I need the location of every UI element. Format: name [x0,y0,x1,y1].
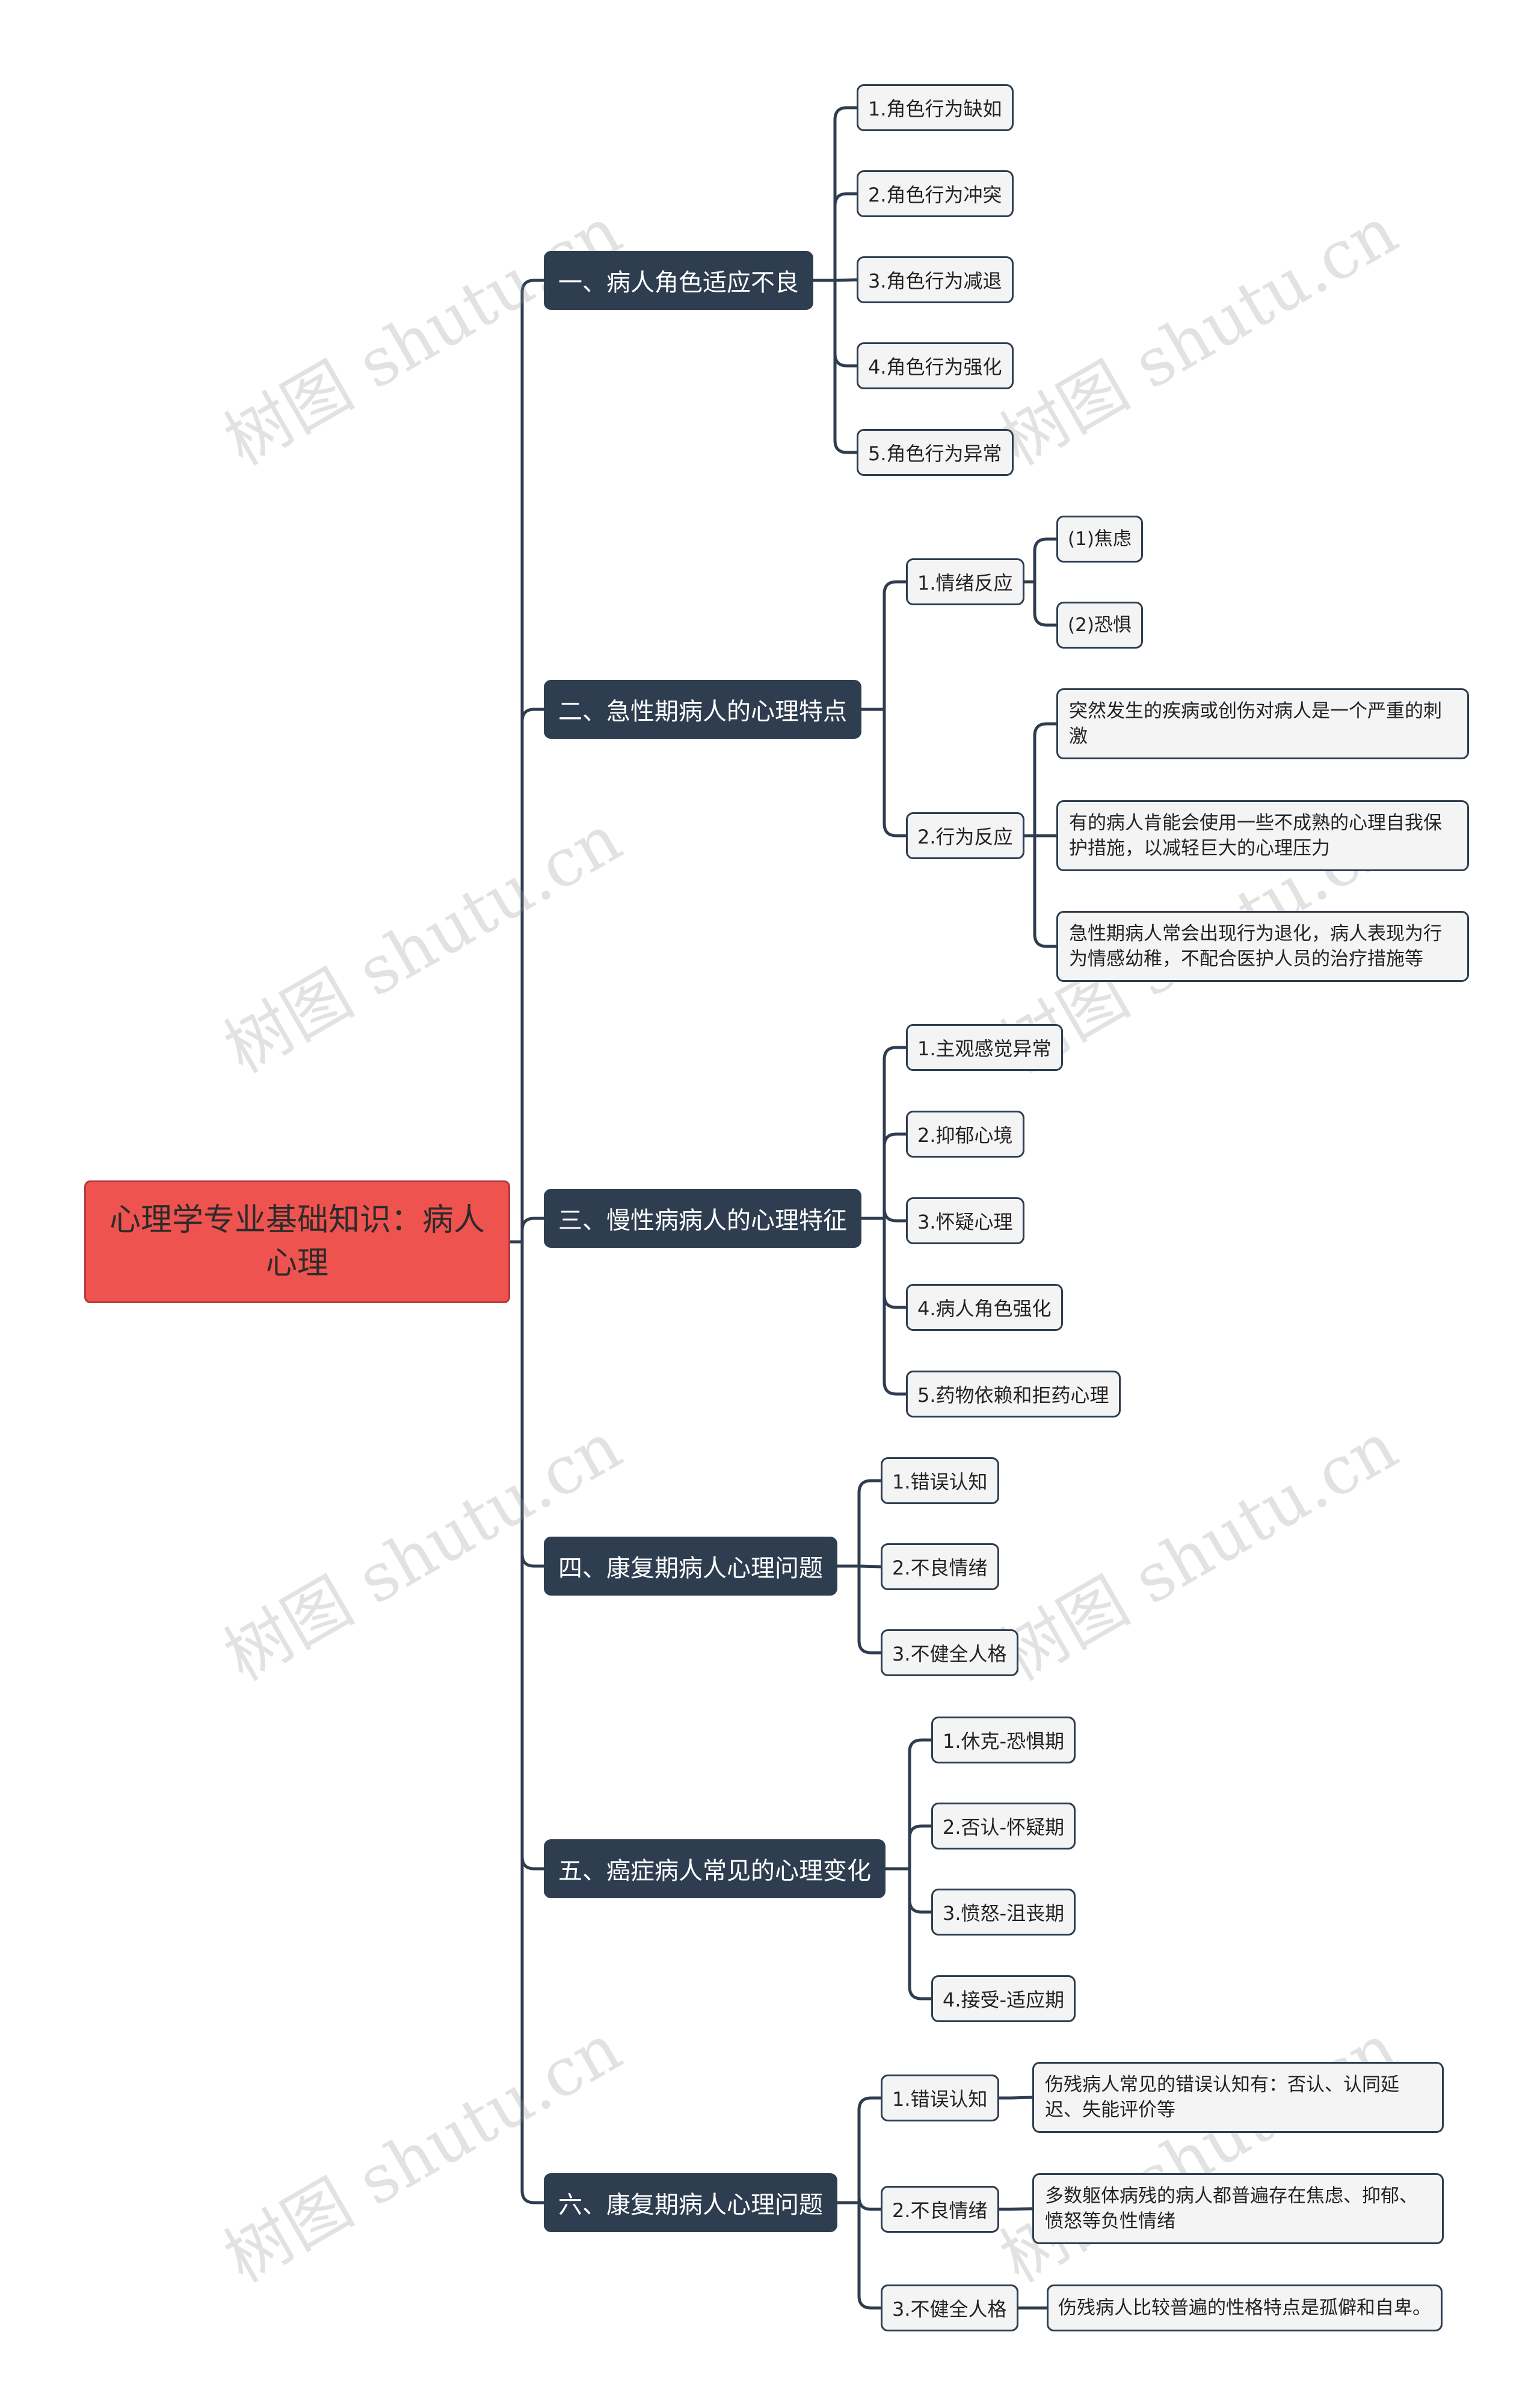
connector [908,1867,933,1914]
connector [908,1867,933,2001]
subtopic[interactable]: 2.否认-怀疑期 [931,1803,1076,1849]
connector [882,1217,908,1396]
subtopic[interactable]: 4.接受-适应期 [931,1975,1076,2022]
connector [882,1217,908,1309]
subtopic[interactable]: 2.抑郁心境 [906,1111,1024,1158]
branch-topic-4[interactable]: 四、康复期病人心理问题 [544,1537,837,1596]
detail-note[interactable]: 多数躯体病残的病人都普遍存在焦虑、抑郁、愤怒等负性情绪 [1032,2173,1444,2244]
branch-topic-1[interactable]: 一、病人角色适应不良 [544,251,813,310]
connector [857,1564,882,1569]
subtopic[interactable]: 1.主观感觉异常 [906,1024,1063,1071]
connector [520,708,546,1244]
connector [520,1217,546,1244]
connector [1033,580,1058,627]
subtopic[interactable]: 3.不健全人格 [881,1629,1018,1676]
detail-note[interactable]: (2)恐惧 [1056,602,1143,649]
subtopic[interactable]: 1.错误认知 [881,1457,999,1504]
connector [908,1824,933,1871]
connector [857,2201,882,2310]
branch-topic-3[interactable]: 三、慢性病病人的心理特征 [544,1189,861,1248]
connector [1033,722,1058,838]
detail-note[interactable]: 急性期病人常会出现行为退化，病人表现为行为情感幼稚，不配合医护人员的治疗措施等 [1056,911,1469,982]
subtopic[interactable]: 4.角色行为强化 [857,342,1014,389]
detail-note[interactable]: 伤残病人常见的错误认知有：否认、认同延迟、失能评价等 [1032,2062,1444,2133]
connector [1009,2096,1034,2100]
connector [1033,537,1058,584]
subtopic[interactable]: 5.角色行为异常 [857,429,1014,476]
subtopic[interactable]: 2.不良情绪 [881,2186,999,2233]
connector [908,1738,933,1871]
connector [882,1132,908,1220]
subtopic[interactable]: 3.不健全人格 [881,2284,1018,2331]
connector [857,2195,882,2211]
connector [882,580,908,711]
connector [833,106,858,282]
subtopic[interactable]: 2.角色行为冲突 [857,170,1014,217]
connector [882,1207,908,1223]
connector [857,2096,882,2204]
connector [833,279,858,368]
connector [520,1240,546,1568]
connector [1033,834,1058,948]
connector [520,1240,546,1871]
subtopic[interactable]: 1.休克-恐惧期 [931,1717,1076,1763]
detail-note[interactable]: 有的病人肯能会使用一些不成熟的心理自我保护措施，以减轻巨大的心理压力 [1056,800,1469,871]
branch-topic-2[interactable]: 二、急性期病人的心理特点 [544,680,861,739]
subtopic[interactable]: 2.不良情绪 [881,1543,999,1590]
subtopic[interactable]: 1.情绪反应 [906,558,1024,605]
subtopic[interactable]: 3.怀疑心理 [906,1197,1024,1244]
connector [833,279,858,454]
subtopic[interactable]: 1.错误认知 [881,2075,999,2121]
root-topic[interactable]: 心理学专业基础知识：病人心理 [84,1180,510,1303]
detail-note[interactable]: (1)焦虑 [1056,516,1143,563]
detail-note[interactable]: 伤残病人比较普遍的性格特点是孤僻和自卑。 [1047,2284,1443,2331]
subtopic[interactable]: 3.角色行为减退 [857,256,1014,303]
connector [882,708,908,838]
connector [520,279,546,1244]
connector [520,1240,546,2204]
connector [833,192,858,282]
subtopic[interactable]: 5.药物依赖和拒药心理 [906,1371,1121,1418]
branch-topic-5[interactable]: 五、癌症病人常见的心理变化 [544,1839,886,1898]
subtopic[interactable]: 3.愤怒-沮丧期 [931,1889,1076,1936]
connector [857,1479,882,1568]
subtopic[interactable]: 1.角色行为缺如 [857,84,1014,131]
subtopic[interactable]: 4.病人角色强化 [906,1284,1063,1331]
connector [857,1564,882,1655]
subtopic[interactable]: 2.行为反应 [906,812,1024,859]
detail-note[interactable]: 突然发生的疾病或创伤对病人是一个严重的刺激 [1056,688,1469,759]
connector [882,1046,908,1220]
branch-topic-6[interactable]: 六、康复期病人心理问题 [544,2173,837,2232]
